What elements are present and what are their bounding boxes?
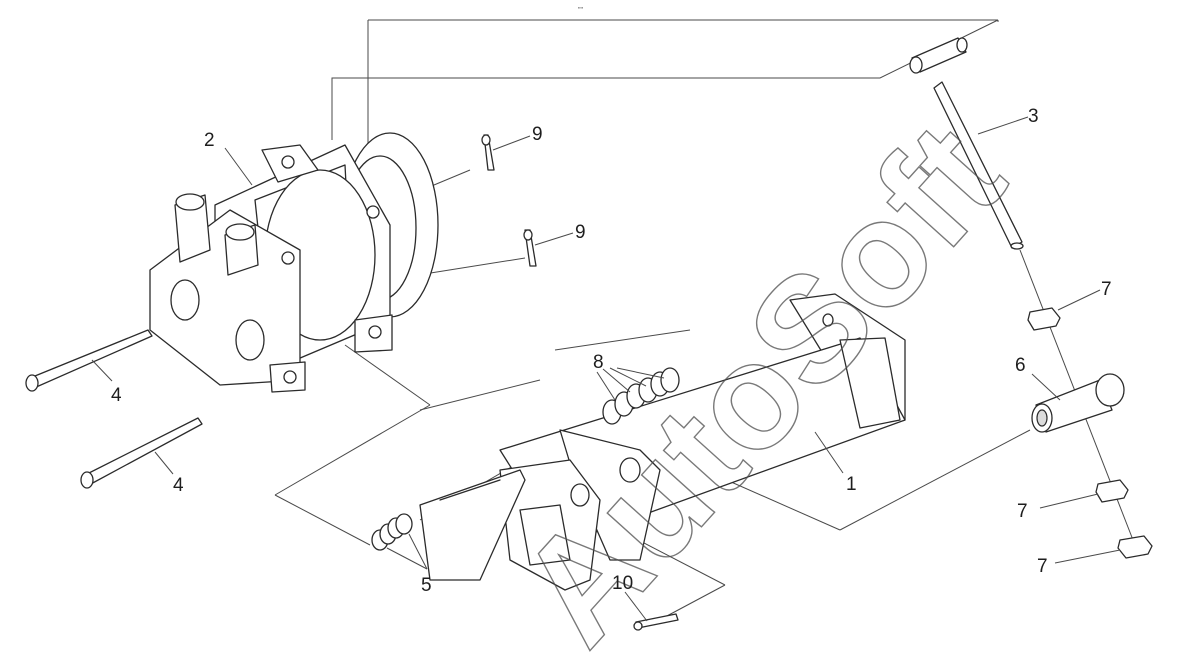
pin-part <box>25 329 203 489</box>
callout-leaders <box>91 116 1121 622</box>
callout-3: 3 <box>1028 106 1039 127</box>
nut-part <box>1027 307 1153 559</box>
compressor-part <box>149 132 439 393</box>
callout-8: 8 <box>593 352 604 373</box>
callout-7-middle: 7 <box>1017 501 1028 522</box>
pin-part-small <box>633 613 679 631</box>
callout-5: 5 <box>421 575 432 596</box>
callout-4-lower: 4 <box>173 475 184 496</box>
callout-labels: 1 2 3 4 4 5 6 7 7 7 8 9 9 10 <box>111 106 1112 596</box>
callout-4-upper: 4 <box>111 385 122 406</box>
mounting-plate-part <box>419 429 661 591</box>
callout-2: 2 <box>204 130 215 151</box>
cotter-pin-part <box>481 134 537 267</box>
spring-part-lower <box>371 513 413 551</box>
callout-7-top: 7 <box>1101 279 1112 300</box>
header-mark: "" <box>578 7 583 14</box>
callout-9-upper: 9 <box>532 124 543 145</box>
long-bolt-part <box>909 37 1024 250</box>
callout-10: 10 <box>612 573 633 594</box>
watermark: AutoSoft <box>486 92 1034 660</box>
callout-6: 6 <box>1015 355 1026 376</box>
callout-9-lower: 9 <box>575 222 586 243</box>
spring-part-upper <box>602 367 680 425</box>
bushing-part <box>1031 373 1125 433</box>
callout-1: 1 <box>846 474 857 495</box>
callout-7-bottom: 7 <box>1037 556 1048 577</box>
